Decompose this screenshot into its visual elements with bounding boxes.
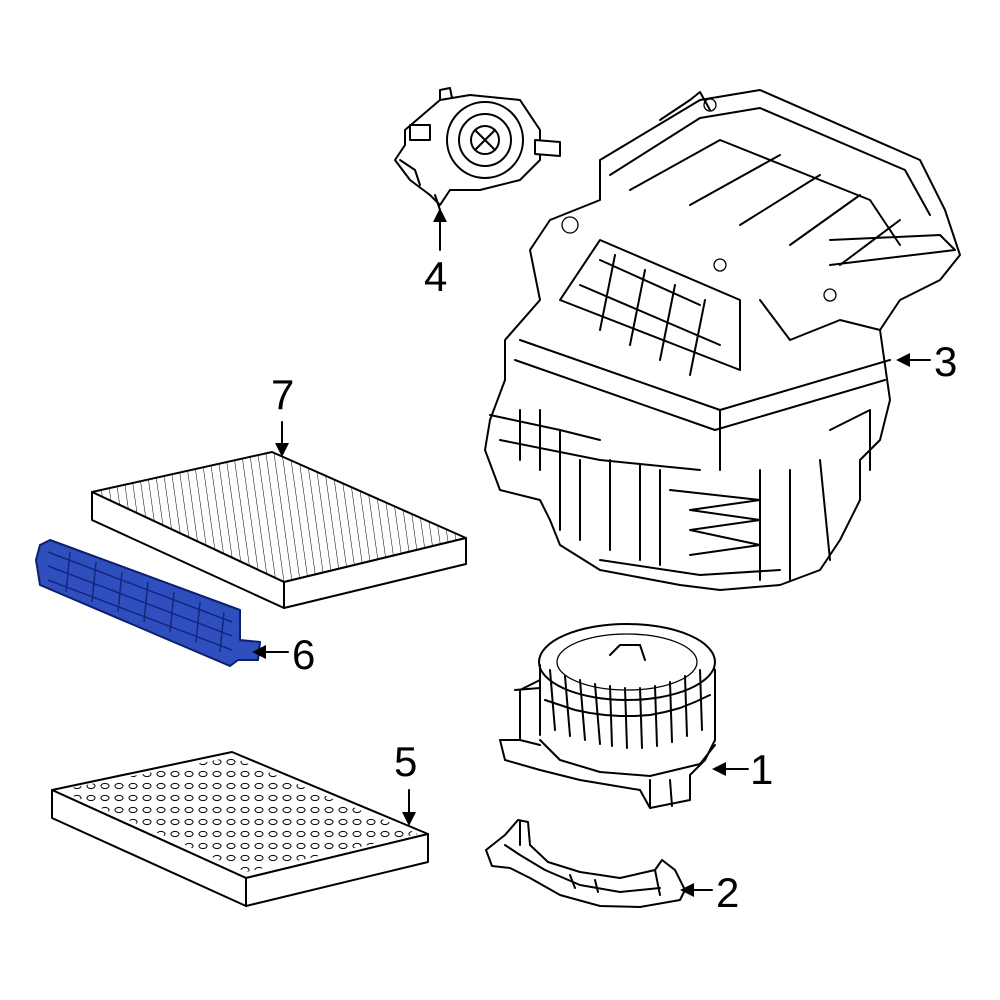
callout-6: 6 [292, 631, 316, 678]
hvac-housing [484, 89, 961, 591]
callout-2: 2 [716, 869, 740, 916]
actuator [394, 87, 561, 211]
callout-7: 7 [271, 371, 295, 418]
callout-3: 3 [934, 338, 958, 385]
filter-frame-highlighted [35, 539, 261, 667]
leader-lines [252, 208, 931, 897]
pleated-filter [91, 451, 467, 609]
perforated-filter [51, 751, 429, 907]
callout-4: 4 [424, 253, 448, 300]
bracket [485, 819, 686, 908]
blower-motor [499, 623, 716, 809]
callout-5: 5 [394, 738, 418, 785]
callout-1: 1 [750, 746, 774, 793]
